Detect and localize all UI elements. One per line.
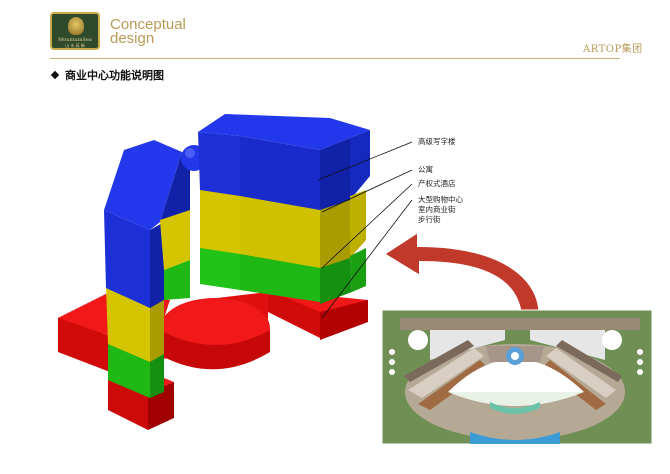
label-office: 高级写字楼 <box>418 137 456 146</box>
left-tower <box>104 140 190 398</box>
header-divider <box>50 58 620 59</box>
curved-arrow <box>382 230 541 337</box>
header: MountainSea 山 水 苑 新 Conceptual design AR… <box>0 0 670 60</box>
logo-text: MountainSea <box>58 37 92 43</box>
mall-podium <box>58 290 368 430</box>
label-mall-line-2: 室内商业街 <box>418 205 456 214</box>
brand-mark: ARTOP集团 <box>583 44 643 55</box>
page-title-text: 商业中心功能说明图 <box>65 69 164 82</box>
label-apartment: 公寓 <box>418 165 433 174</box>
company-logo: MountainSea 山 水 苑 新 <box>50 12 100 50</box>
right-tower <box>198 114 370 304</box>
concept-line-1: Conceptual <box>110 16 186 33</box>
page-title: 商业中心功能说明图 <box>50 67 164 83</box>
label-hotel: 产权式酒店 <box>418 179 456 188</box>
leader-lines <box>317 141 413 319</box>
logo-subtext: 山 水 苑 新 <box>65 43 85 48</box>
label-mall-line-3: 步行街 <box>418 215 441 224</box>
site-plan <box>381 309 653 445</box>
logo-emblem-icon <box>68 17 84 35</box>
label-mall-line-1: 大型购物中心 <box>418 195 463 204</box>
label-mall: 大型购物中心 室内商业街 步行街 <box>418 195 463 225</box>
concept-heading: Conceptual design <box>110 16 186 47</box>
concept-line-2: design <box>110 30 155 47</box>
